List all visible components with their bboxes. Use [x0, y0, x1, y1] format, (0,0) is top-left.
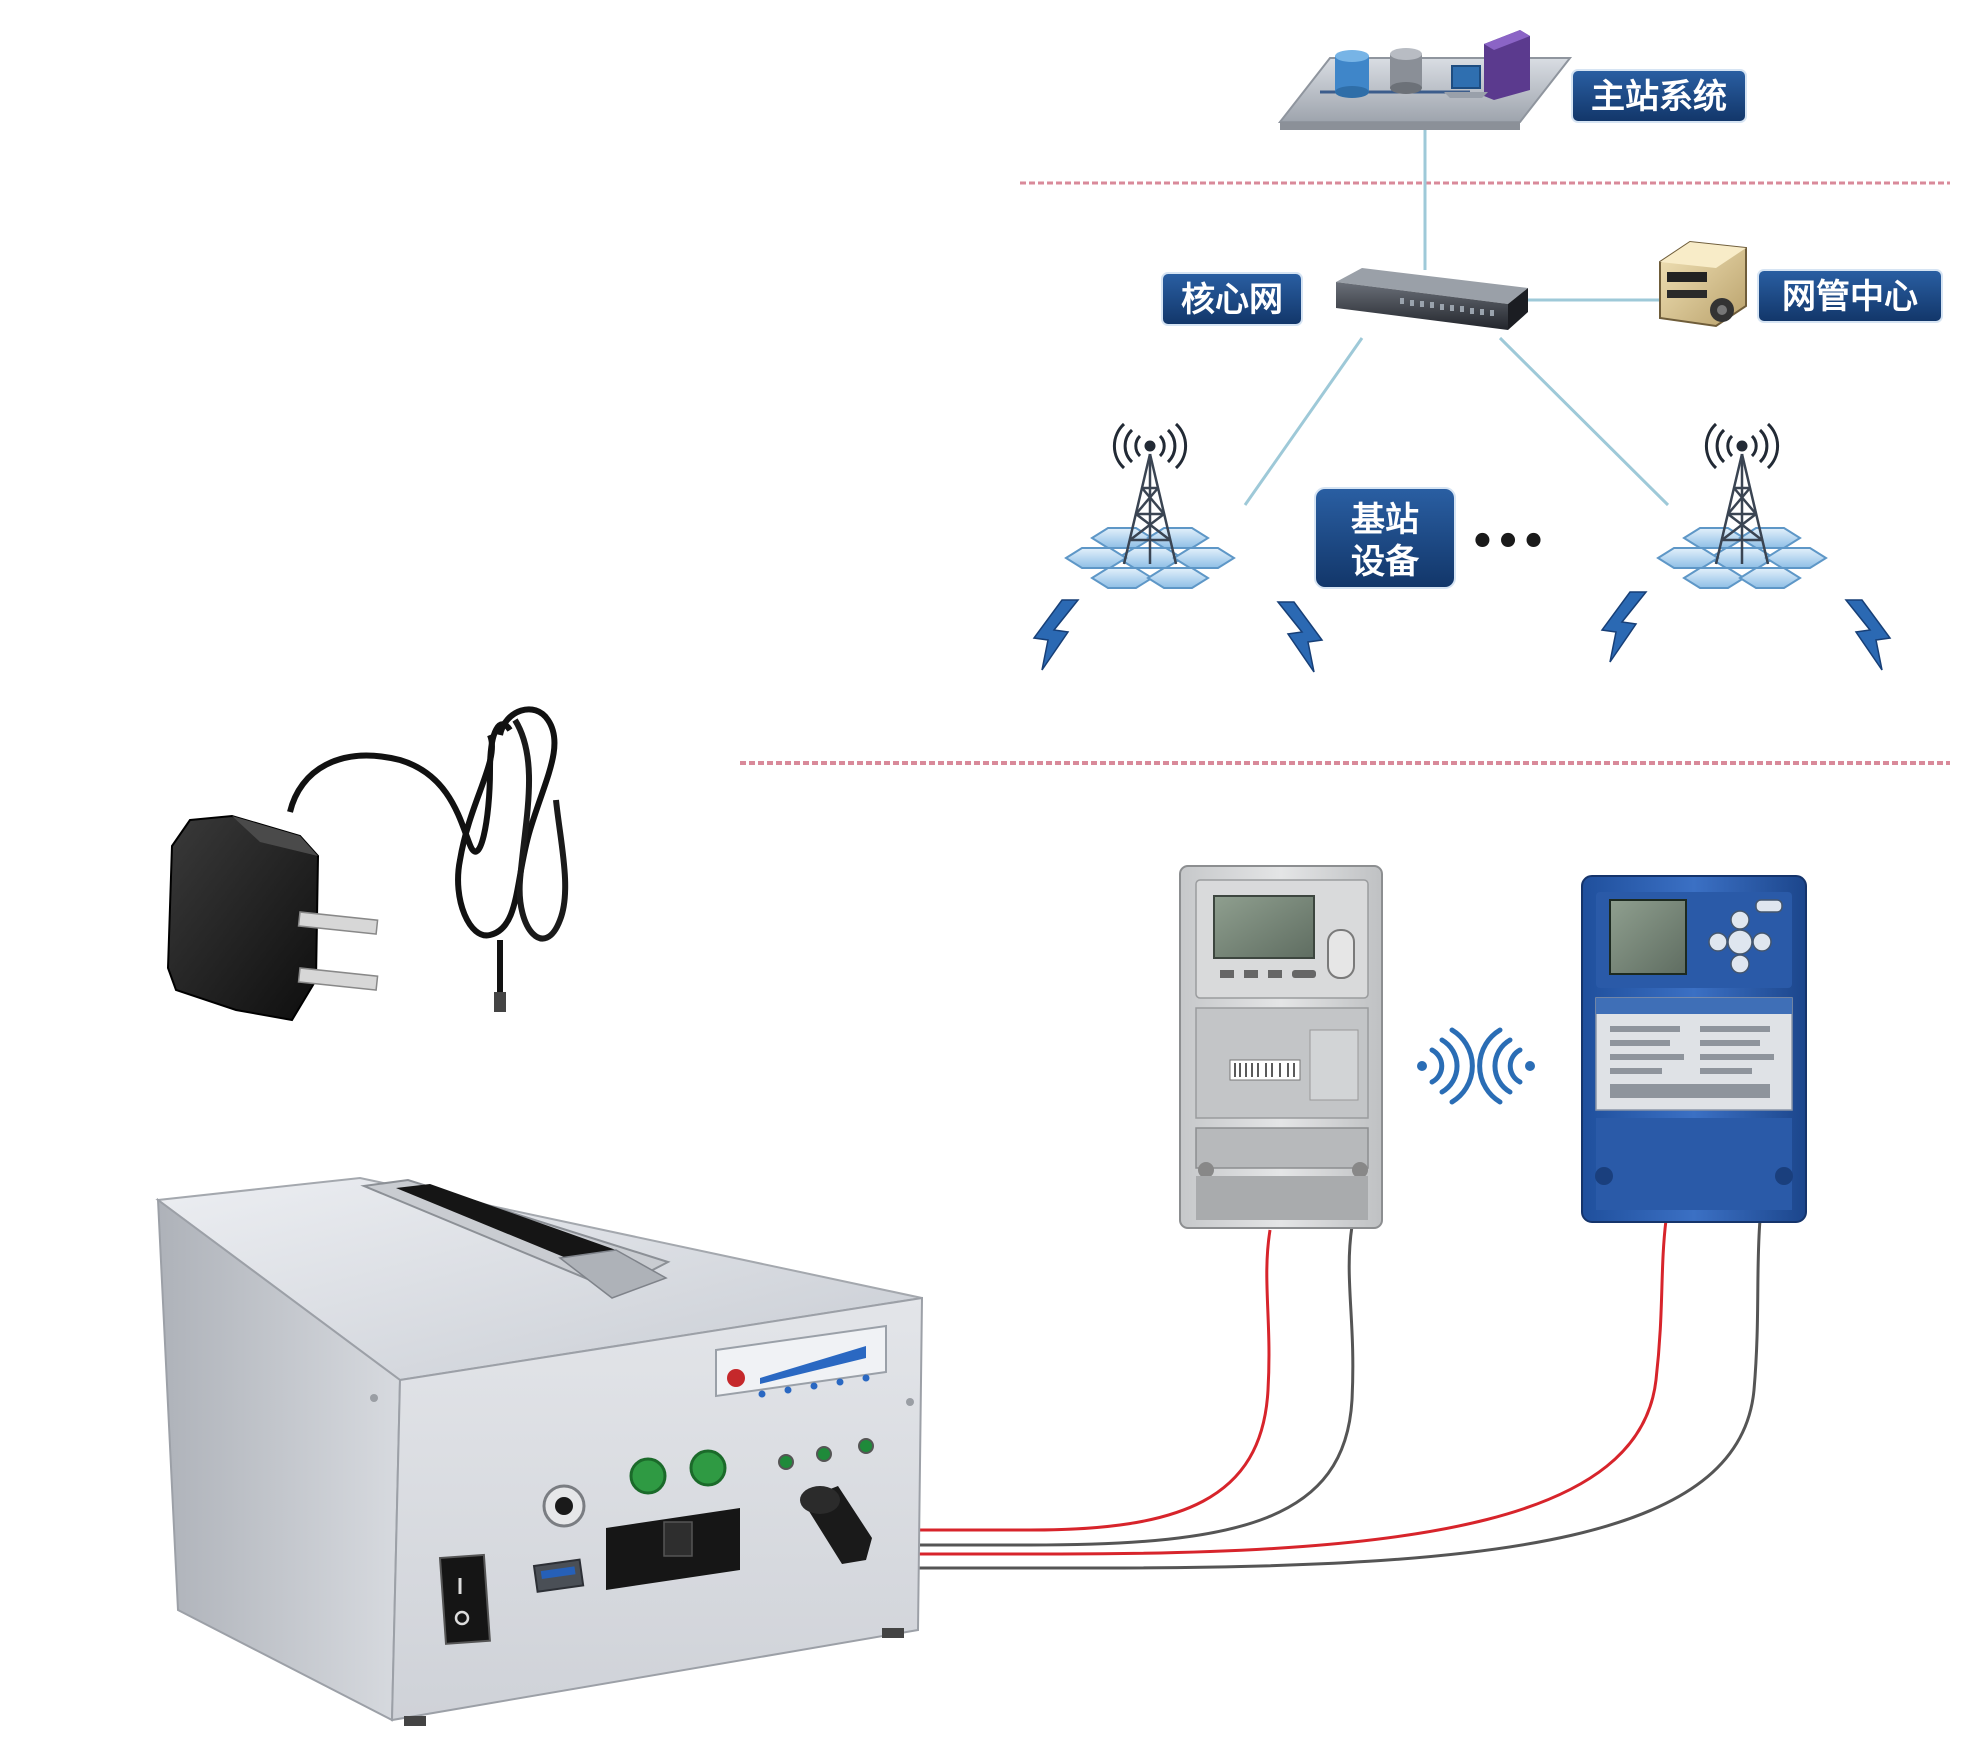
wireless-signal-icon: [1417, 1027, 1475, 1105]
base-station-text-line1: 基站: [1351, 500, 1419, 540]
nms-center-label: 网管中心: [1757, 269, 1943, 323]
network-links: [1243, 120, 1670, 507]
cell-tower-icon: [1064, 422, 1236, 590]
wires: [690, 1219, 1762, 1570]
master-station-label: 主站系统: [1571, 69, 1747, 123]
base-station-label: 基站 设备: [1314, 487, 1456, 589]
lightning-icon: [1845, 599, 1891, 671]
test-box-icon: [155, 1176, 924, 1726]
electric-meter-icon: [1179, 865, 1383, 1229]
power-adapter-icon: [166, 706, 569, 1022]
lightning-icon: [1033, 599, 1079, 671]
wireless-signal-icon: [1477, 1027, 1535, 1105]
master-station-text: 主站系统: [1591, 77, 1727, 117]
concentrator-icon: [1581, 875, 1807, 1223]
lightning-icon: [1277, 601, 1323, 673]
ellipsis-dots: •••: [1470, 519, 1547, 565]
cell-tower-icon: [1656, 422, 1828, 590]
server-platform-icon: [1277, 30, 1573, 130]
router-icon: [1336, 268, 1528, 330]
lightning-icon: [1601, 591, 1647, 663]
core-network-label: 核心网: [1161, 272, 1303, 326]
base-station-text-line2: 设备: [1351, 542, 1420, 582]
nms-computer-icon: [1659, 240, 1747, 328]
core-network-text: 核心网: [1181, 280, 1283, 320]
nms-center-text: 网管中心: [1782, 277, 1918, 317]
